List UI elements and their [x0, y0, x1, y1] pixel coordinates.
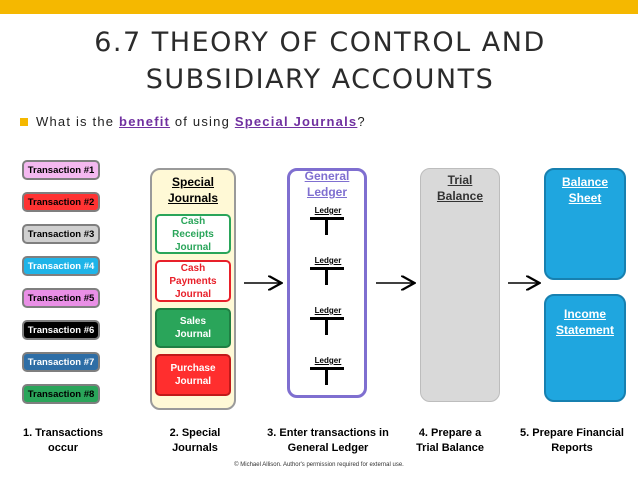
income-statement-panel: [544, 294, 626, 402]
ledger-label: Ledger: [314, 206, 342, 215]
step-line: 3. Enter transactions in: [267, 427, 389, 439]
transaction-label: Transaction #4: [27, 260, 95, 272]
ledger-label: Ledger: [314, 356, 342, 365]
income-statement-title-line1: Income: [563, 307, 606, 321]
top-accent-bar: [0, 0, 638, 14]
question-keyword-benefit: benefit: [119, 114, 171, 129]
special-journals-title: Special Journals: [150, 174, 236, 206]
transaction-label: Transaction #2: [27, 196, 95, 208]
t-account-stem: [325, 317, 328, 335]
balance-sheet-title: Balance Sheet: [544, 174, 626, 206]
t-account-stem: [325, 267, 328, 285]
journal-line: Receipts: [172, 228, 214, 240]
transaction-1: Transaction #1: [22, 160, 100, 180]
journal-line: Sales: [179, 316, 207, 327]
transaction-label: Transaction #8: [27, 388, 95, 400]
t-account-ledger-4: Ledger: [308, 356, 348, 385]
question-prefix: What is the: [36, 114, 120, 129]
step-line: occur: [48, 442, 78, 454]
t-account-ledger-3: Ledger: [308, 306, 348, 335]
step-line: Trial Balance: [416, 442, 484, 454]
t-account-ledger-2: Ledger: [308, 256, 348, 285]
step-3-caption: 3. Enter transactions in General Ledger: [252, 426, 404, 456]
bullet-square-icon: [20, 118, 28, 126]
transaction-6: Transaction #6: [22, 320, 100, 340]
journal-line: Cash: [180, 215, 206, 227]
balance-sheet-panel: [544, 168, 626, 280]
step-4-caption: 4. Prepare a Trial Balance: [402, 426, 498, 456]
step-line: Reports: [551, 442, 593, 454]
journal-line: Journal: [174, 329, 212, 340]
journal-line: Journal: [174, 241, 212, 253]
general-ledger-title: General Ledger: [287, 168, 367, 200]
transaction-8: Transaction #8: [22, 384, 100, 404]
journal-line: Journal: [174, 376, 212, 387]
transaction-label: Transaction #5: [27, 292, 95, 304]
question-suffix: ?: [357, 114, 366, 129]
trial-balance-title-line1: Trial: [447, 173, 473, 187]
general-ledger-title-line2: Ledger: [306, 185, 347, 199]
step-1-caption: 1. Transactions occur: [8, 426, 118, 456]
transaction-5: Transaction #5: [22, 288, 100, 308]
ledger-label: Ledger: [314, 306, 342, 315]
journal-line: Purchase: [170, 363, 216, 374]
balance-sheet-title-line2: Sheet: [568, 191, 602, 205]
transaction-4: Transaction #4: [22, 256, 100, 276]
step-line: General Ledger: [287, 442, 369, 454]
income-statement-title: Income Statement: [544, 306, 626, 338]
general-ledger-title-line1: General: [304, 169, 350, 183]
transaction-2: Transaction #2: [22, 192, 100, 212]
step-line: 1. Transactions: [22, 427, 104, 439]
question-keyword-special-journals: Special Journals: [234, 114, 358, 129]
title-line-1: 6.7 THEORY OF CONTROL AND: [94, 27, 546, 58]
trial-balance-title-line2: Balance: [436, 189, 484, 203]
question-mid: of using: [170, 114, 235, 129]
t-account-stem: [325, 217, 328, 235]
step-line: Journals: [172, 442, 218, 454]
special-journals-title-line1: Special: [171, 175, 215, 189]
t-account-stem: [325, 367, 328, 385]
t-account-ledger-1: Ledger: [308, 206, 348, 235]
transaction-label: Transaction #7: [27, 356, 95, 368]
balance-sheet-title-line1: Balance: [561, 175, 609, 189]
step-line: 5. Prepare Financial: [520, 427, 624, 439]
copyright-footer: © Michael Allison. Author's permission r…: [234, 462, 404, 468]
title-line-2: SUBSIDIARY ACCOUNTS: [145, 64, 495, 95]
ledger-label: Ledger: [314, 256, 342, 265]
special-journals-title-line2: Journals: [167, 191, 218, 205]
step-line: 2. Special: [169, 427, 221, 439]
journal-line: Journal: [174, 288, 212, 300]
slide-title: 6.7 THEORY OF CONTROL AND SUBSIDIARY ACC…: [40, 24, 600, 98]
transaction-label: Transaction #6: [27, 324, 95, 336]
question-bullet: What is the benefit of using Special Jou…: [20, 114, 366, 129]
transaction-label: Transaction #1: [27, 164, 95, 176]
journal-line: Cash: [180, 262, 206, 274]
step-line: 4. Prepare a: [418, 427, 482, 439]
trial-balance-title: Trial Balance: [420, 172, 500, 204]
transaction-3: Transaction #3: [22, 224, 100, 244]
transaction-label: Transaction #3: [27, 228, 95, 240]
transaction-7: Transaction #7: [22, 352, 100, 372]
trial-balance-panel: [420, 168, 500, 402]
income-statement-title-line2: Statement: [555, 323, 614, 337]
journal-line: Payments: [169, 275, 217, 287]
